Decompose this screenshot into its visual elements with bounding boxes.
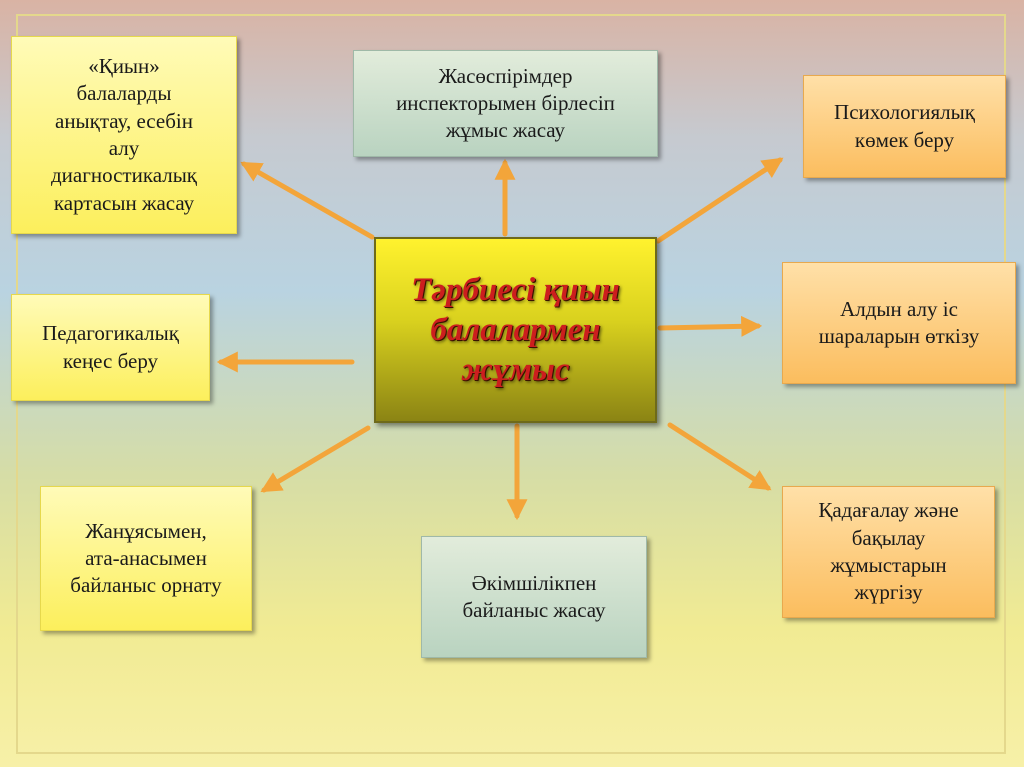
central-topic-text: Тәрбиесі қиын балалармен жұмыс	[411, 271, 620, 389]
arrow-to-supervision	[667, 422, 772, 491]
node-juvenile-inspectors: Жасөспірімдер инспекторымен бірлесіп жұм…	[353, 50, 658, 157]
node-identify-difficult-children: «Қиын» балаларды анықтау, есебін алу диа…	[11, 36, 237, 234]
node-psychology-text: Психологиялық көмек беру	[834, 100, 975, 152]
arrow-to-prevention	[657, 315, 763, 337]
node-administration-text: Әкімшілікпен байланыс жасау	[462, 570, 606, 622]
arrow-to-psychology	[655, 157, 784, 244]
arrow-to-family	[260, 425, 371, 493]
node-supervision-work: Қадағалау және бақылау жұмыстарын жүргіз…	[782, 486, 995, 618]
node-prevention-text: Алдын алу іс шараларын өткізу	[818, 296, 980, 348]
node-pedagogical-advice: Педагогикалық кеңес беру	[11, 294, 210, 401]
arrow-to-identify	[240, 161, 375, 240]
node-family-text: Жанұясымен, ата-анасымен байланыс орнату	[70, 518, 222, 598]
node-identify-text: «Қиын» балаларды анықтау, есебін алу диа…	[50, 54, 198, 215]
node-supervision-text: Қадағалау және бақылау жұмыстарын жүргіз…	[818, 498, 959, 605]
node-prevention-activities: Алдын алу іс шараларын өткізу	[782, 262, 1016, 384]
node-inspectors-text: Жасөспірімдер инспекторымен бірлесіп жұм…	[396, 63, 615, 143]
central-topic-box: Тәрбиесі қиын балалармен жұмыс	[374, 237, 657, 423]
node-administration-contact: Әкімшілікпен байланыс жасау	[421, 536, 647, 658]
node-family-contact: Жанұясымен, ата-анасымен байланыс орнату	[40, 486, 252, 631]
node-psychological-help: Психологиялық көмек беру	[803, 75, 1006, 178]
node-pedagogical-text: Педагогикалық кеңес беру	[42, 321, 179, 373]
